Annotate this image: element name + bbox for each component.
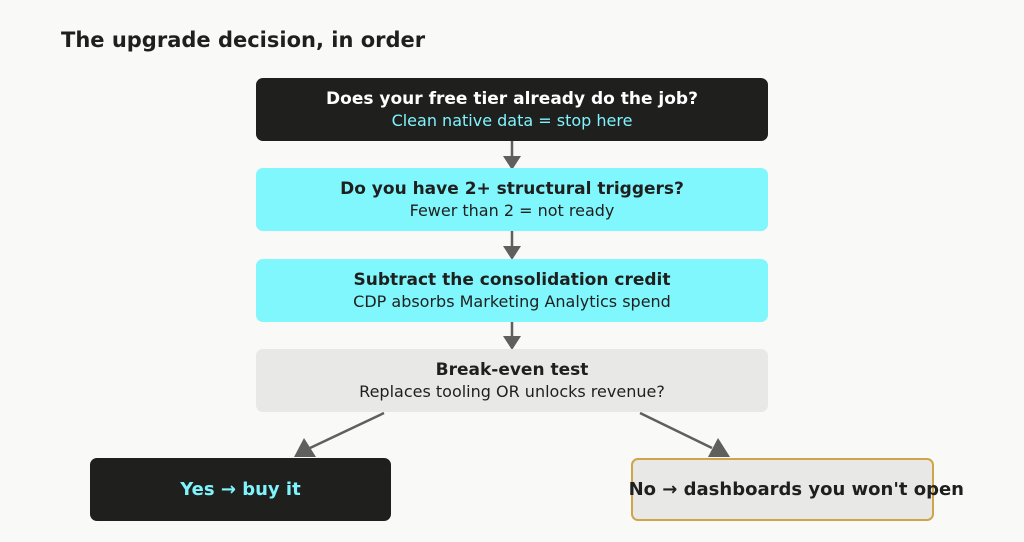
outcome-yes-label: Yes → buy it	[180, 479, 301, 500]
arrow-to-yes	[309, 411, 385, 450]
step-subtext: Replaces tooling OR unlocks revenue?	[359, 381, 665, 401]
step-subtext: Fewer than 2 = not ready	[409, 200, 615, 220]
step-heading: Break-even test	[435, 359, 589, 380]
step-structural-triggers: Do you have 2+ structural triggers? Fewe…	[256, 168, 768, 231]
step-break-even: Break-even test Replaces tooling OR unlo…	[256, 349, 768, 412]
step-subtext: CDP absorbs Marketing Analytics spend	[353, 291, 671, 311]
arrowhead-yes	[294, 438, 316, 457]
arrowhead-no	[708, 438, 730, 457]
step-subtext: Clean native data = stop here	[391, 110, 633, 130]
arrowhead-step2	[503, 156, 521, 170]
outcome-no: No → dashboards you won't open	[629, 458, 964, 521]
step-heading: Does your free tier already do the job?	[326, 88, 698, 109]
diagram-title: The upgrade decision, in order	[61, 28, 426, 52]
outcome-yes: Yes → buy it	[90, 458, 391, 521]
step-free-tier: Does your free tier already do the job? …	[256, 78, 768, 141]
arrow-to-no	[639, 411, 713, 450]
arrowhead-step4	[503, 336, 521, 350]
step-consolidation-credit: Subtract the consolidation credit CDP ab…	[256, 259, 768, 322]
step-heading: Subtract the consolidation credit	[353, 269, 671, 290]
arrowhead-step3	[503, 246, 521, 260]
outcome-no-label: No → dashboards you won't open	[628, 479, 964, 500]
step-heading: Do you have 2+ structural triggers?	[340, 178, 684, 199]
